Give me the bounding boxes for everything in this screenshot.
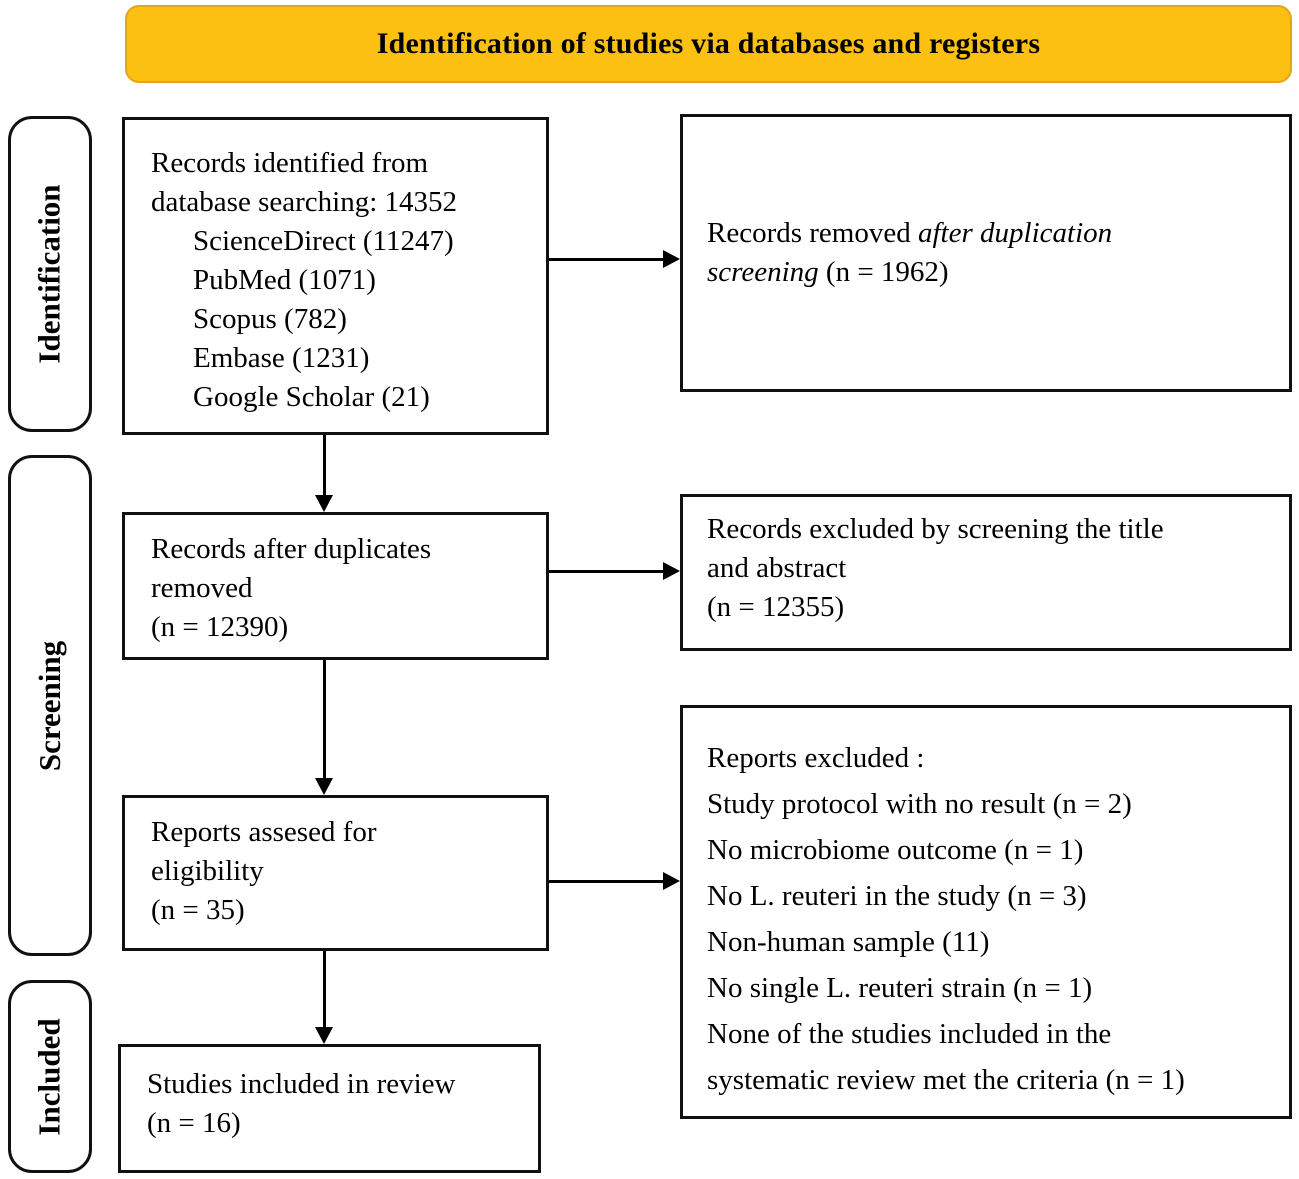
arrow-duplicates-to-excluded-line [549,570,665,573]
arrow-duplicates-to-assessed-line [323,660,326,779]
arrow-duplicates-to-excluded-head [663,562,680,580]
box-duplicates-removed: Records after duplicates removed (n = 12… [122,512,549,660]
box-line: eligibility [151,855,264,887]
arrow-assessed-to-reports-excluded-line [549,880,665,883]
banner: Identification of studies via databases … [125,5,1292,83]
arrow-identified-to-removed-head [663,250,680,268]
box-line: (n = 12390) [151,611,289,643]
box-line: systematic review met the criteria (n = … [707,1064,1185,1096]
box-reports-assessed: Reports assesed for eligibility (n = 35) [122,795,549,951]
arrow-assessed-to-reports-excluded-head [663,872,680,890]
box-records-removed-duplication: Records removed after duplication screen… [680,114,1292,392]
box-line: None of the studies included in the [707,1018,1112,1050]
source-line: Embase (1231) [193,342,370,374]
box-line: Reports assesed for [151,816,377,848]
arrow-duplicates-to-assessed-head [315,778,333,795]
banner-title: Identification of studies via databases … [376,27,1041,60]
box-line: (n = 12355) [707,591,845,623]
box-reports-excluded: Reports excluded : Study protocol with n… [680,705,1292,1119]
box-line: (n = 35) [151,894,245,926]
box-records-identified: Records identified from database searchi… [122,117,549,435]
box-line: and abstract [707,552,847,584]
source-line: ScienceDirect (11247) [193,225,454,257]
box-line: Records after duplicates [151,533,432,565]
box-line: Study protocol with no result (n = 2) [707,788,1132,820]
arrow-identified-to-removed-line [549,258,665,261]
stage-pill-included: Included [8,980,92,1173]
stage-label-identification: Identification [32,184,67,364]
box-line: Non-human sample (11) [707,926,990,958]
box-line: Reports excluded : [707,742,925,774]
source-line: Google Scholar (21) [193,381,430,413]
box-line: database searching: 14352 [151,186,458,218]
box-line: removed [151,572,253,604]
stage-label-screening: Screening [32,640,67,771]
stage-pill-screening: Screening [8,455,92,956]
text-normal: (n = 1962) [818,256,949,288]
stage-label-included: Included [32,1017,68,1136]
source-line: PubMed (1071) [193,264,376,296]
box-line: Studies included in review [147,1068,456,1100]
arrow-identified-to-duplicates-line [323,435,326,497]
box-studies-included: Studies included in review (n = 16) [118,1044,541,1173]
text-italic: after duplication screening [707,217,1113,288]
box-records-excluded-screening: Records excluded by screening the title … [680,494,1292,651]
arrow-assessed-to-included-line [323,951,326,1028]
box-line: No microbiome outcome (n = 1) [707,834,1084,866]
source-line: Scopus (782) [193,303,347,335]
text-normal: Records removed [707,217,918,249]
box-line: (n = 16) [147,1107,241,1139]
box-paragraph: Records removed after duplication screen… [707,214,1227,292]
arrow-assessed-to-included-head [315,1027,333,1044]
box-line: Records excluded by screening the title [707,513,1164,545]
box-line: Records identified from [151,147,429,179]
arrow-identified-to-duplicates-head [315,495,333,512]
box-line: No single L. reuteri strain (n = 1) [707,972,1093,1004]
stage-pill-identification: Identification [8,116,92,432]
box-line: No L. reuteri in the study (n = 3) [707,880,1087,912]
